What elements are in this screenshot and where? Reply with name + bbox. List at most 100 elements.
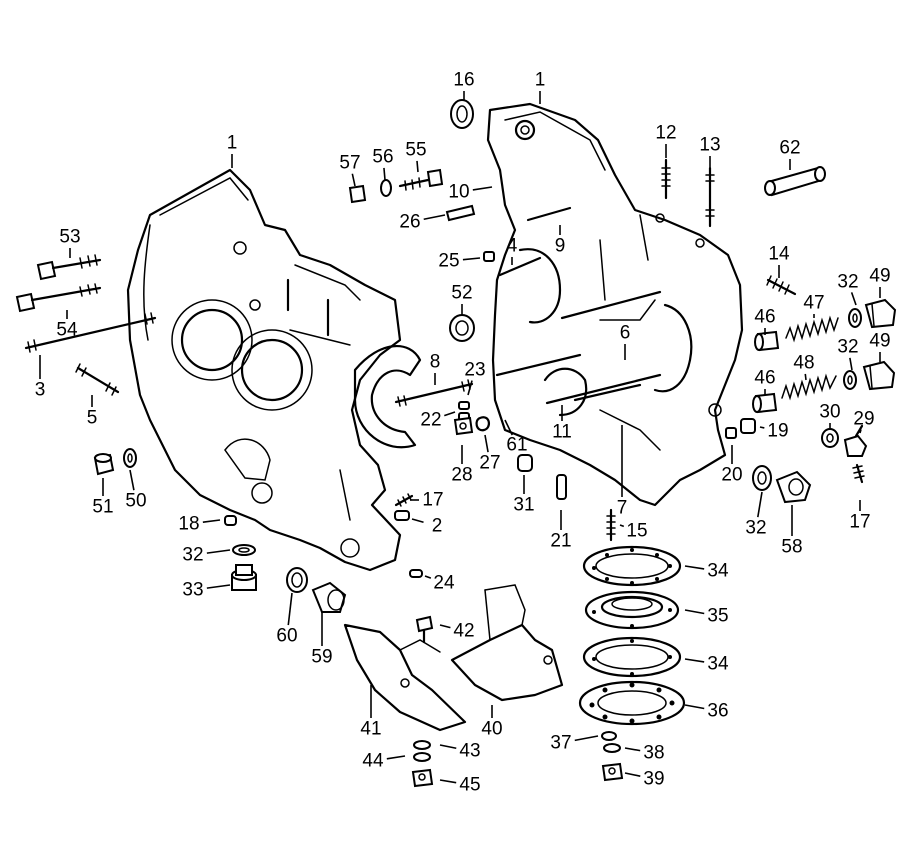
callout-c46b: 46	[754, 368, 776, 395]
callout-number: 34	[707, 654, 729, 675]
right-crankcase-half	[486, 102, 744, 507]
callout-number: 40	[481, 719, 502, 740]
plug-19	[740, 418, 756, 434]
seal-52	[449, 314, 475, 342]
callout-number: 48	[793, 353, 814, 374]
callout-number: 1	[535, 70, 546, 91]
callout-number: 5	[87, 408, 98, 429]
fitting-59	[311, 581, 347, 613]
leader-line	[472, 186, 493, 191]
callout-c62: 62	[779, 138, 801, 170]
leader-line	[462, 257, 481, 261]
callout-number: 53	[59, 227, 80, 248]
callout-c49b: 49	[869, 331, 891, 362]
callout-number: 1	[227, 133, 238, 154]
callout-c48: 48	[793, 353, 815, 381]
callout-c60: 60	[276, 592, 298, 647]
callout-number: 8	[430, 352, 441, 373]
callout-c28: 28	[451, 445, 473, 486]
callout-c35: 35	[684, 606, 729, 627]
callout-number: 12	[655, 123, 676, 144]
callout-c32b: 32	[837, 337, 859, 371]
callout-c4: 4	[507, 236, 518, 265]
callout-number: 38	[643, 743, 664, 764]
callout-number: 47	[803, 293, 824, 314]
washer-43	[413, 740, 431, 750]
clip-27	[475, 416, 490, 432]
callout-c16: 16	[453, 70, 475, 100]
leader-line	[416, 160, 419, 173]
callout-number: 44	[362, 751, 384, 772]
callout-c58: 58	[781, 505, 803, 558]
callout-c39: 39	[624, 769, 665, 790]
leader-line	[619, 524, 625, 528]
leader-line	[467, 380, 473, 396]
leader-line	[129, 469, 135, 491]
callout-c55: 55	[405, 140, 427, 173]
washer-32-middle	[843, 370, 857, 390]
stud-3	[24, 312, 157, 353]
callout-c6: 6	[620, 323, 630, 360]
callout-c17b: 17	[849, 500, 871, 533]
leader-line	[423, 214, 446, 221]
gasket-34-top	[582, 545, 682, 587]
callout-number: 49	[869, 331, 890, 352]
leader-line	[206, 549, 231, 554]
callout-c53: 53	[59, 227, 81, 258]
callout-c57: 57	[339, 153, 361, 187]
callout-c19: 19	[759, 421, 789, 442]
leader-line	[684, 704, 705, 710]
callout-number: 10	[448, 182, 469, 203]
callout-number: 46	[754, 368, 775, 389]
callout-c1a: 1	[227, 133, 238, 168]
shield-40	[450, 584, 564, 702]
callout-c44: 44	[362, 751, 406, 772]
pin-20	[725, 427, 737, 439]
callout-c27: 27	[479, 434, 501, 474]
piston-46-top	[754, 330, 780, 352]
callout-c61: 61	[504, 419, 528, 456]
callout-c23: 23	[464, 360, 486, 396]
nut-57	[348, 184, 367, 204]
washer-60	[286, 567, 308, 593]
callout-c9: 9	[555, 225, 566, 257]
stud-14	[766, 275, 797, 296]
callout-c37: 37	[550, 733, 599, 754]
callout-c30: 30	[819, 402, 841, 428]
bolt-53	[36, 254, 102, 281]
callout-number: 11	[552, 422, 572, 443]
leader-line	[386, 755, 406, 760]
callout-number: 51	[92, 497, 113, 518]
nut-39	[601, 762, 624, 782]
callout-c13: 13	[699, 135, 721, 167]
washer-32-upper	[848, 308, 862, 328]
callout-c34a: 34	[684, 561, 729, 582]
leader-line	[850, 292, 857, 306]
leader-line	[206, 584, 231, 589]
callout-number: 9	[555, 236, 566, 257]
stud-17-right	[852, 463, 865, 484]
callout-c12: 12	[655, 123, 677, 158]
sleeve-31	[517, 454, 533, 472]
stud-8	[394, 379, 474, 407]
nut-51	[93, 453, 115, 476]
gasket-34-bottom	[582, 636, 682, 678]
leader-line	[484, 434, 489, 453]
callout-number: 32	[837, 272, 858, 293]
callout-number: 17	[849, 512, 870, 533]
callout-number: 29	[853, 409, 874, 430]
callout-c24: 24	[424, 573, 455, 594]
callout-c43: 43	[439, 741, 481, 762]
callout-c11: 11	[552, 405, 572, 443]
plug-49-upper	[864, 298, 897, 329]
callout-number: 55	[405, 140, 426, 161]
callout-number: 59	[311, 647, 332, 668]
plug-25	[483, 251, 495, 262]
callout-number: 21	[550, 531, 571, 552]
leader-line	[444, 411, 456, 417]
leader-line	[383, 167, 386, 181]
leader-line	[804, 373, 807, 381]
leader-line	[684, 658, 705, 663]
callout-c25: 25	[438, 251, 481, 272]
callout-number: 43	[459, 741, 480, 762]
